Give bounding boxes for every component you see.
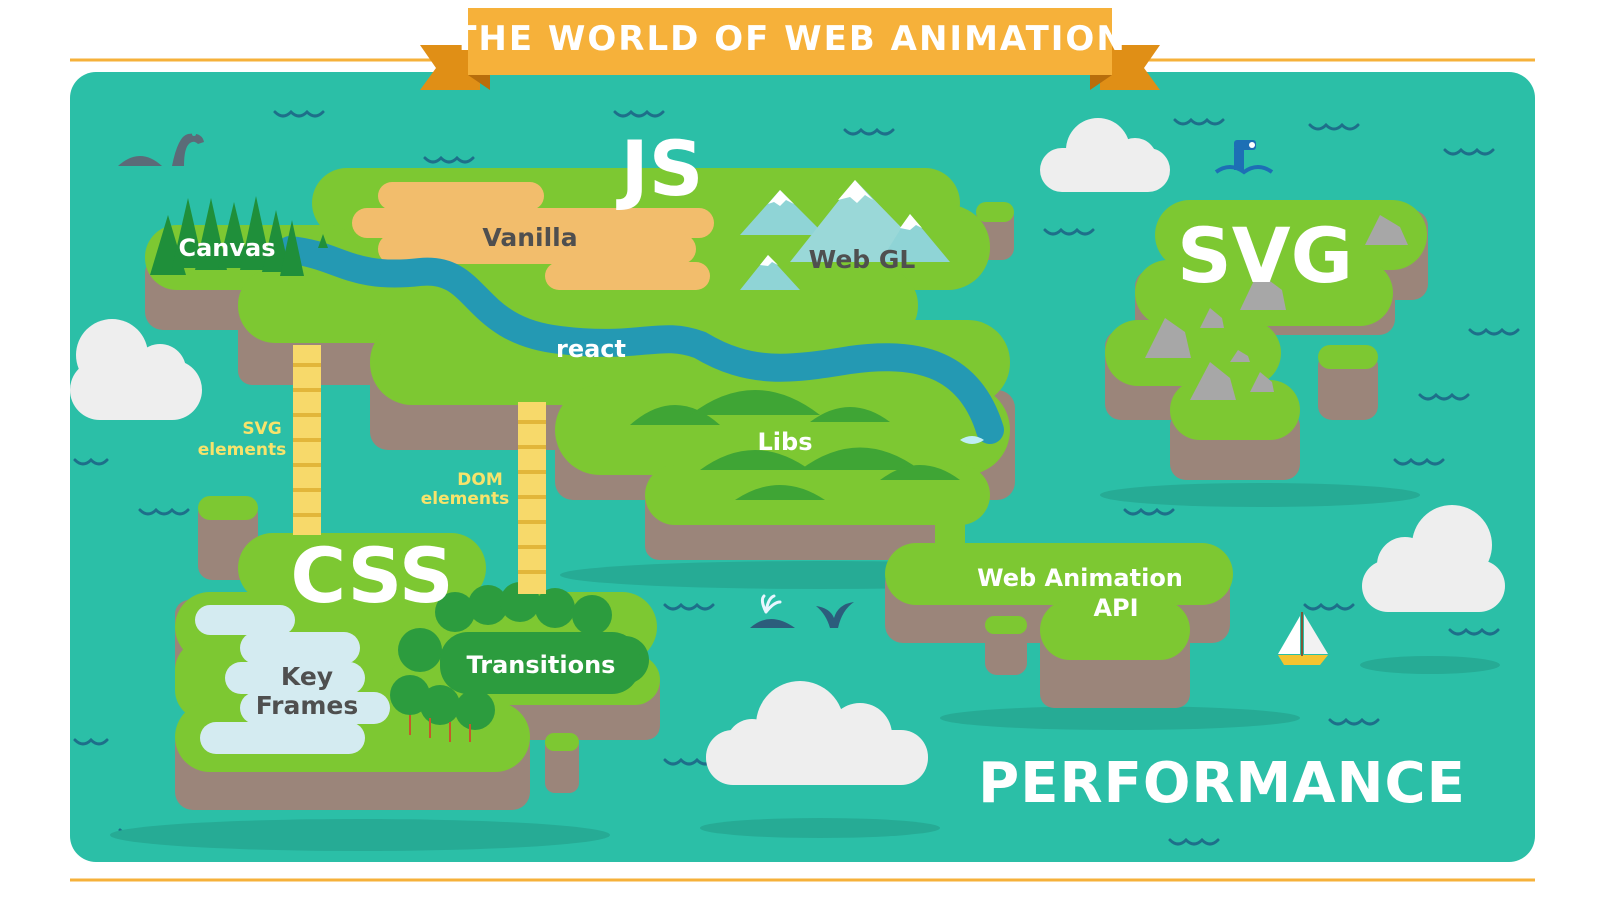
- place-web-animation-api-line2: API: [1093, 594, 1138, 622]
- tree-icon: [262, 210, 290, 272]
- tree-icon: [398, 628, 442, 672]
- react-river: [276, 236, 1004, 444]
- place-canvas: Canvas: [178, 234, 275, 262]
- region-svg: SVG: [1177, 211, 1353, 300]
- rock-icon: [1365, 215, 1408, 245]
- wave-icon: [273, 109, 325, 118]
- wave-icon: [843, 127, 895, 136]
- wave-icon: [1168, 837, 1220, 846]
- ladder-label-dom: DOM: [457, 470, 502, 490]
- tree-icon: [572, 595, 612, 635]
- periscope-icon: [1214, 140, 1274, 175]
- libs-hills: [630, 390, 960, 500]
- place-webgl: Web GL: [809, 245, 916, 274]
- tree-icon: [172, 198, 204, 268]
- wave-icon: [1393, 457, 1445, 466]
- tree-icon: [420, 685, 460, 725]
- ladder-svg-elements: [293, 345, 321, 535]
- banner-title: THE WORLD OF WEB ANIMATION: [453, 19, 1127, 59]
- transitions-forest: [390, 582, 649, 730]
- tree-icon: [535, 588, 575, 628]
- ladder-label-dom-elements: elements: [421, 489, 509, 509]
- ladder-label-svg-elements: elements: [198, 440, 286, 460]
- mountain-icon: [880, 214, 950, 262]
- rock-icon: [1250, 372, 1274, 392]
- cloud-icon: [706, 681, 928, 785]
- tree-icon: [435, 592, 475, 632]
- island-shadows: [110, 483, 1500, 851]
- wave-icon: [1328, 717, 1380, 726]
- sailboat-icon: [1278, 612, 1328, 665]
- tree-icon: [195, 198, 227, 270]
- wave-icon: [423, 155, 475, 164]
- wave-icon: [138, 507, 190, 516]
- tree-icon: [318, 234, 328, 248]
- rock-icon: [1145, 318, 1191, 358]
- wave-icon: [1043, 227, 1095, 236]
- wave-icon: [1308, 122, 1360, 131]
- keyframes-ice: [195, 605, 390, 754]
- place-keyframes-line1: Key: [281, 662, 333, 691]
- cloud-icon: [70, 319, 202, 420]
- wave-icon: [613, 109, 665, 118]
- wave-icon: [1418, 392, 1470, 401]
- cloud-icon: [1040, 118, 1170, 192]
- cloud-icon: [1362, 505, 1505, 612]
- region-performance: PERFORMANCE: [978, 751, 1466, 816]
- mountain-icon: [740, 255, 800, 290]
- tree-icon: [240, 196, 272, 270]
- vanilla-sand: [352, 182, 714, 290]
- mountain-icon: [740, 190, 825, 235]
- rock-icon: [1200, 308, 1224, 328]
- place-libs: Libs: [758, 428, 813, 456]
- place-react: react: [556, 335, 626, 363]
- wave-icon: [663, 757, 715, 766]
- land-bridge: [935, 500, 965, 555]
- whale-icon: [750, 594, 795, 628]
- wave-icon: [1443, 147, 1495, 156]
- rock-icon: [1230, 350, 1250, 362]
- wave-icon: [1448, 627, 1500, 636]
- wave-icon: [73, 737, 109, 746]
- wave-icon: [663, 602, 715, 611]
- ladder-dom-elements: [518, 402, 546, 594]
- tree-trunks: [409, 715, 471, 742]
- wave-icon: [1303, 602, 1355, 611]
- wave-icon: [1173, 117, 1225, 126]
- tree-icon: [280, 220, 304, 276]
- wave-icon: [1468, 327, 1520, 336]
- region-js: JS: [615, 124, 703, 213]
- title-banner: [420, 8, 1160, 90]
- wave-icon: [1123, 507, 1175, 516]
- region-css: CSS: [290, 531, 453, 620]
- place-web-animation-api-line1: Web Animation: [977, 564, 1183, 592]
- wave-icon: [73, 457, 109, 466]
- tree-icon: [468, 585, 508, 625]
- sea-monster-icon: [118, 132, 204, 166]
- rock-icon: [1190, 362, 1236, 400]
- waterfall-splash: [960, 436, 984, 444]
- place-vanilla: Vanilla: [482, 223, 577, 252]
- tree-icon: [218, 202, 250, 268]
- place-transitions: Transitions: [467, 651, 616, 679]
- ladder-label-svg: SVG: [242, 419, 281, 439]
- rock-icon: [1240, 272, 1286, 310]
- tree-icon: [455, 690, 495, 730]
- place-keyframes-line2: Frames: [256, 691, 359, 720]
- whale-tail-icon: [816, 602, 854, 628]
